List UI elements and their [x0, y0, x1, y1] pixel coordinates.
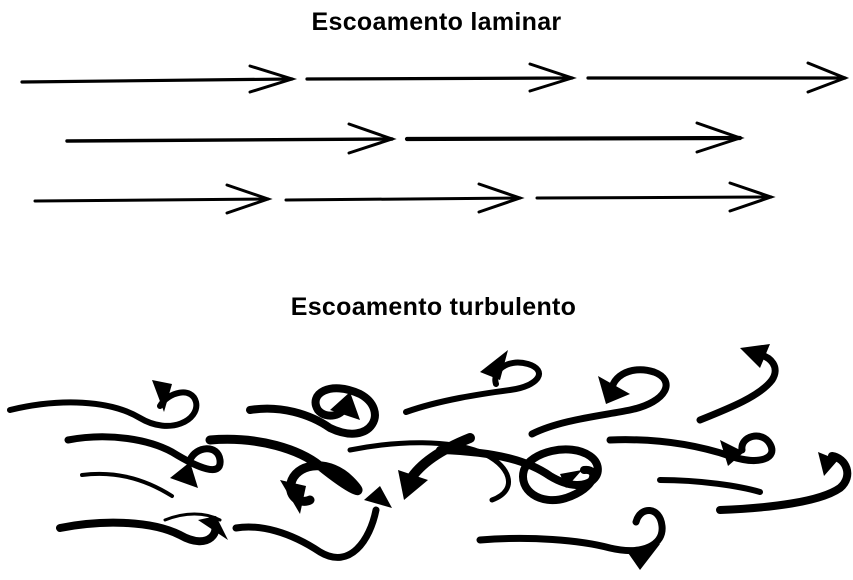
eddy-arrow — [398, 433, 475, 500]
laminar-flow-title: Escoamento laminar — [311, 8, 562, 36]
laminar-arrow — [65, 122, 397, 155]
eddy-arrow — [80, 471, 174, 498]
laminar-streamlines — [20, 61, 850, 215]
laminar-arrow — [305, 62, 577, 93]
eddy-arrow — [163, 512, 222, 522]
eddy-arrow — [56, 516, 228, 546]
eddy-arrow — [205, 434, 363, 514]
eddy-arrow — [64, 433, 224, 488]
laminar-arrow — [535, 181, 776, 213]
laminar-arrow — [404, 121, 745, 154]
eddy-arrow — [246, 384, 379, 438]
turbulent-flow-title: Escoamento turbulento — [290, 293, 577, 321]
eddy-arrow — [528, 366, 670, 438]
eddy-arrow — [232, 486, 392, 561]
eddy-arrow — [606, 432, 776, 466]
eddy-arrow — [7, 380, 200, 429]
eddy-arrow — [476, 507, 666, 570]
eddy-arrow — [716, 452, 852, 514]
laminar-arrow — [20, 64, 298, 94]
eddy-arrow — [696, 344, 779, 424]
laminar-arrow — [284, 182, 525, 214]
turbulent-eddies — [7, 344, 852, 570]
eddy-arrow — [657, 477, 763, 495]
eddy-arrow — [403, 350, 542, 415]
laminar-arrow — [33, 183, 273, 215]
eddy-arrow — [436, 445, 602, 504]
laminar-arrow — [586, 61, 850, 94]
